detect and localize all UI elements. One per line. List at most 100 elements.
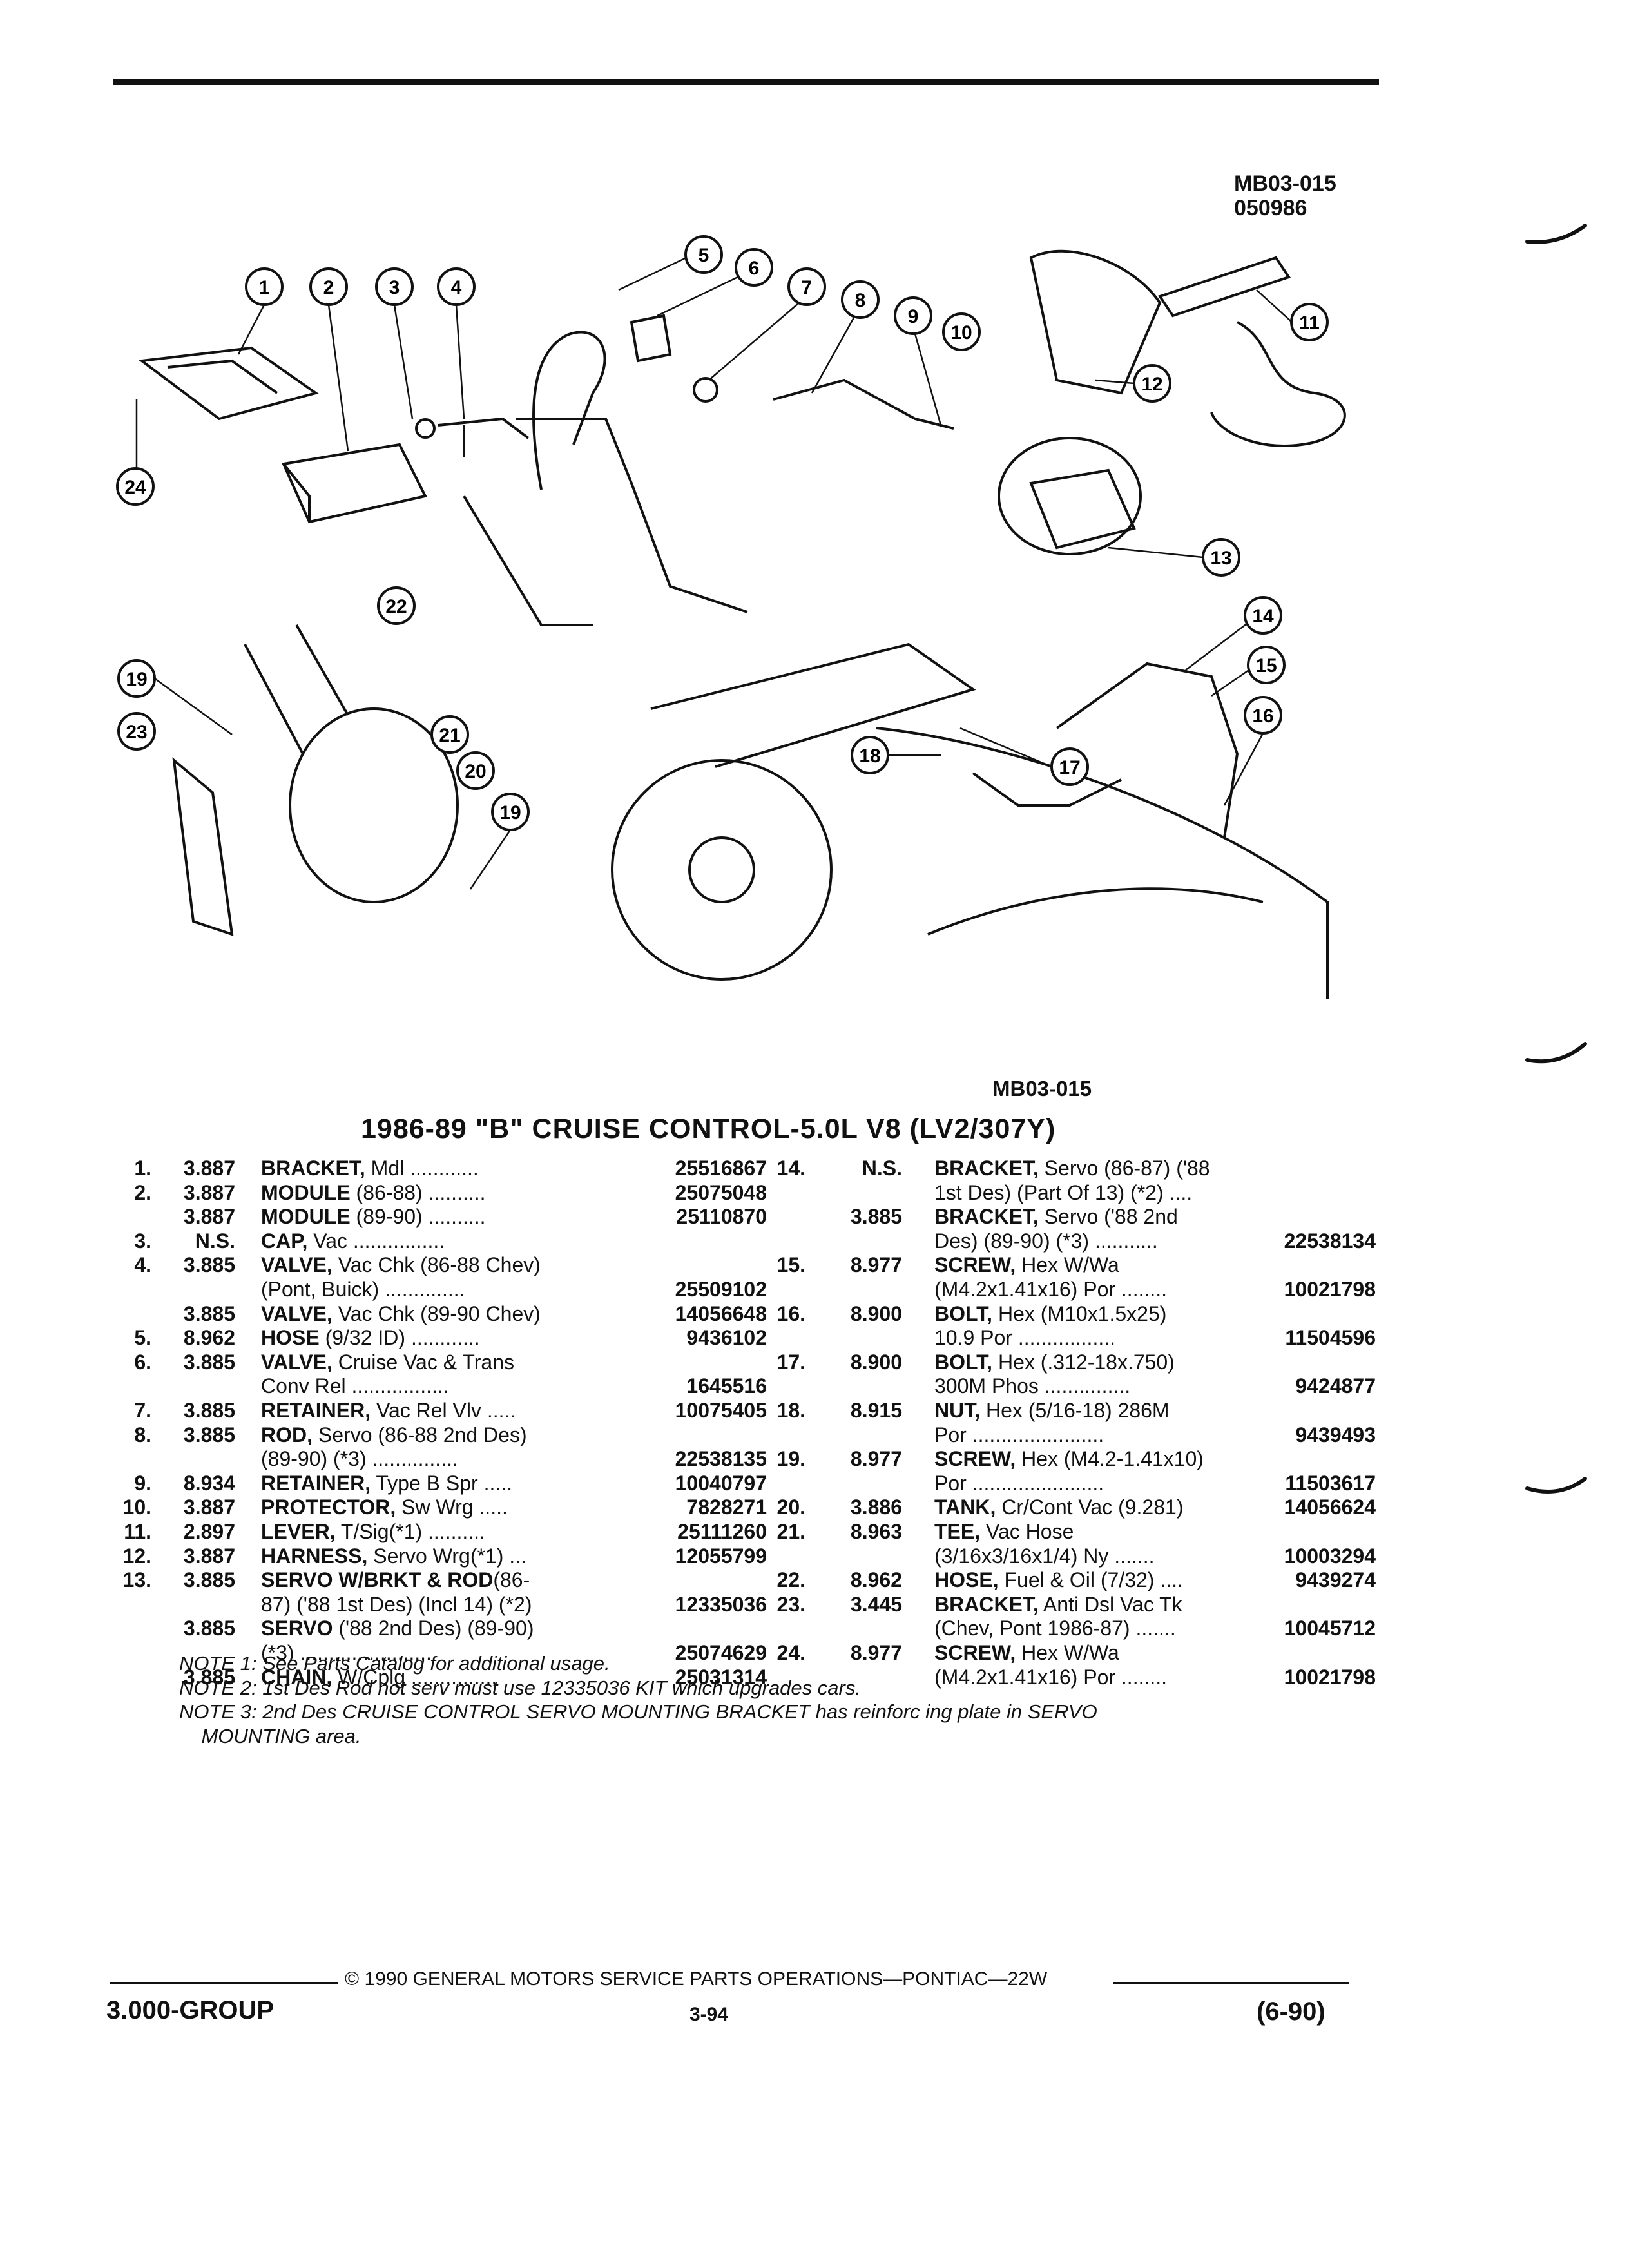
group-number: 8.963 <box>850 1520 902 1543</box>
part-name: HARNESS, <box>261 1544 368 1568</box>
copyright: © 1990 GENERAL MOTORS SERVICE PARTS OPER… <box>345 1968 1048 1990</box>
part-detail: Servo (86-88 2nd Des) <box>313 1423 527 1446</box>
part-description: 300M Phos ............... <box>934 1374 1130 1399</box>
part-description: SERVO ('88 2nd Des) (89-90) <box>261 1617 534 1641</box>
part-detail: Por ....................... <box>934 1471 1104 1495</box>
group-number: 8.900 <box>850 1302 902 1325</box>
part-number: 22538134 <box>1284 1229 1376 1253</box>
part-description: Conv Rel ................. <box>261 1374 449 1399</box>
ref-date: 050986 <box>1234 196 1307 220</box>
part-name: SERVO <box>261 1617 333 1640</box>
part-number: 7828271 <box>686 1495 767 1519</box>
callout-19b: 19 <box>491 793 530 831</box>
group-number: 8.962 <box>183 1326 235 1350</box>
part-description: RETAINER, Type B Spr ..... <box>261 1472 512 1496</box>
part-name: HOSE <box>261 1326 320 1350</box>
part-detail: Vac Chk (89-90 Chev) <box>332 1302 541 1325</box>
group-number: N.S. <box>195 1229 235 1253</box>
exploded-parts-diagram: 1 2 3 4 5 6 7 8 9 10 11 12 13 14 15 16 1… <box>116 235 1346 999</box>
part-description: 10.9 Por ................. <box>934 1326 1115 1350</box>
callout-20: 20 <box>456 751 495 790</box>
part-name: VALVE, <box>261 1350 333 1374</box>
part-detail: Por ....................... <box>934 1423 1104 1446</box>
part-description: BOLT, Hex (M10x1.5x25) <box>934 1302 1166 1327</box>
svg-text:1: 1 <box>259 277 270 298</box>
top-rule <box>113 79 1379 85</box>
note-3-cont: MOUNTING area. <box>179 1724 361 1747</box>
part-name: LEVER, <box>261 1520 336 1543</box>
part-detail: Hex W/Wa <box>1016 1641 1119 1664</box>
callout-6: 6 <box>735 248 773 287</box>
module-part <box>282 443 427 524</box>
part-name: PROTECTOR, <box>261 1495 396 1519</box>
svg-text:15: 15 <box>1255 655 1277 677</box>
part-name: RETAINER, <box>261 1399 371 1422</box>
svg-text:4: 4 <box>451 277 462 298</box>
footer-rule-left <box>110 1982 338 1984</box>
group-number: 8.934 <box>183 1471 235 1495</box>
part-description: (89-90) (*3) ............... <box>261 1447 458 1472</box>
parts-row: 3.885 SERVO ('88 2nd Des) (89-90) <box>106 1617 767 1641</box>
group-number: 8.977 <box>850 1447 902 1471</box>
group-number: 3.885 <box>183 1302 235 1325</box>
item-number: 7. <box>134 1399 151 1422</box>
callout-1: 1 <box>245 267 284 306</box>
part-name: SCREW, <box>934 1447 1016 1471</box>
part-name: VALVE, <box>261 1302 333 1325</box>
group-number: 3.445 <box>850 1592 902 1616</box>
part-detail: 300M Phos ............... <box>934 1374 1131 1398</box>
part-detail: Hex (.312-18x.750) <box>992 1350 1175 1374</box>
svg-text:10: 10 <box>950 322 972 343</box>
part-number: 14056624 <box>1284 1495 1376 1519</box>
part-detail: (*3) ....................... <box>261 1641 432 1664</box>
part-number: 9424877 <box>1295 1374 1376 1398</box>
part-description: BRACKET, Mdl ............ <box>261 1157 479 1181</box>
callout-16: 16 <box>1244 696 1282 735</box>
part-description: (Pont, Buick) .............. <box>261 1278 465 1302</box>
vacuum-tank-part <box>289 707 459 903</box>
part-detail: Conv Rel ................. <box>261 1374 449 1398</box>
retainer-part <box>693 377 718 403</box>
check-valve-part <box>438 417 530 457</box>
callout-22: 22 <box>377 586 416 625</box>
callout-2: 2 <box>309 267 348 306</box>
part-detail: (89-90) .......... <box>350 1205 486 1229</box>
svg-text:11: 11 <box>1299 312 1320 334</box>
part-name: BRACKET, <box>934 1205 1039 1229</box>
parts-row: (M4.2x1.41x16) Por ........10021798 <box>767 1666 1376 1690</box>
item-number: 8. <box>134 1423 151 1446</box>
svg-text:23: 23 <box>126 722 147 743</box>
item-number: 11. <box>124 1520 151 1543</box>
part-description: VALVE, Vac Chk (86-88 Chev) <box>261 1253 541 1278</box>
callout-3: 3 <box>375 267 414 306</box>
part-description: NUT, Hex (5/16-18) 286M <box>934 1399 1170 1423</box>
callout-15: 15 <box>1247 646 1286 684</box>
svg-text:9: 9 <box>908 306 919 327</box>
note-1: NOTE 1: See Parts Catalog for additional… <box>179 1652 610 1675</box>
callout-13: 13 <box>1202 538 1240 577</box>
part-description: PROTECTOR, Sw Wrg ..... <box>261 1495 508 1520</box>
parts-row: 14.N.S.BRACKET, Servo (86-87) ('88 <box>767 1157 1376 1181</box>
group-number: 8.915 <box>850 1399 902 1422</box>
group-number: 3.887 <box>183 1495 235 1519</box>
svg-text:19: 19 <box>499 802 521 823</box>
part-detail: 87) ('88 1st Des) (Incl 14) (*2) <box>261 1592 532 1616</box>
page-number: 3-94 <box>689 2004 729 2025</box>
part-detail: T/Sig(*1) .......... <box>335 1520 485 1543</box>
item-number: 14. <box>776 1157 805 1180</box>
part-description: 87) ('88 1st Des) (Incl 14) (*2) <box>261 1593 532 1617</box>
group-number: 3.885 <box>183 1568 235 1592</box>
group-number: 3.887 <box>183 1544 235 1568</box>
group-number: 3.885 <box>183 1617 235 1640</box>
part-description: (Chev, Pont 1986-87) ....... <box>934 1617 1176 1641</box>
svg-text:20: 20 <box>465 761 486 782</box>
callout-11: 11 <box>1290 303 1329 341</box>
parts-row: 87) ('88 1st Des) (Incl 14) (*2)12335036 <box>106 1593 767 1617</box>
